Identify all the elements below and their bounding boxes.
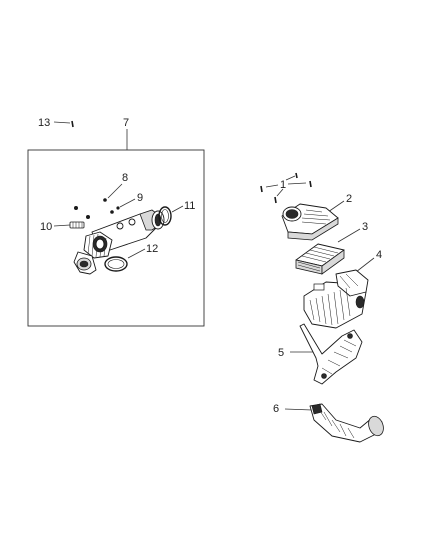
- air-cleaner-cover-icon: [281, 203, 339, 241]
- callout-7-label: 7: [123, 117, 129, 129]
- callout-8-label: 8: [122, 172, 128, 184]
- resonator-assembly-icon: [73, 209, 165, 275]
- callout-6[interactable]: 6: [273, 403, 313, 415]
- callout-12-label: 12: [146, 243, 158, 255]
- callout-2[interactable]: 2: [327, 193, 352, 213]
- callout-11[interactable]: 11: [171, 200, 195, 213]
- callout-7[interactable]: 7: [123, 117, 129, 150]
- sub-assembly-frame: [27, 149, 205, 327]
- callout-9[interactable]: 9: [119, 192, 143, 208]
- callout-9-label: 9: [137, 192, 143, 204]
- callout-12[interactable]: 12: [127, 243, 158, 259]
- air-cleaner-housing-icon: [303, 269, 369, 329]
- callout-4[interactable]: 4: [355, 249, 382, 273]
- callout-10-label: 10: [40, 221, 52, 233]
- screw-icon: [74, 198, 120, 219]
- callout-3[interactable]: 3: [337, 221, 368, 243]
- intake-duct-icon: [309, 403, 384, 443]
- callout-11-label: 11: [184, 200, 195, 212]
- callout-4-label: 4: [376, 249, 382, 261]
- hose-clamp-icon: [69, 221, 85, 229]
- callout-10[interactable]: 10: [40, 221, 71, 233]
- callout-13-label: 13: [38, 117, 50, 129]
- callout-1[interactable]: 1: [265, 175, 307, 197]
- callout-1-label: 1: [280, 179, 286, 191]
- callout-13[interactable]: 13: [38, 117, 71, 129]
- mounting-bracket-icon: [299, 323, 363, 385]
- clamp-ring-icon: [104, 256, 128, 272]
- callout-8[interactable]: 8: [107, 172, 128, 199]
- callout-2-label: 2: [346, 193, 352, 205]
- screw-set-icon: [260, 172, 312, 204]
- screw-icon: [71, 120, 74, 128]
- callout-3-label: 3: [362, 221, 368, 233]
- callout-6-label: 6: [273, 403, 279, 415]
- clamp-ring-icon: [158, 206, 172, 226]
- callout-5-label: 5: [278, 347, 284, 359]
- air-filter-element-icon: [295, 243, 345, 275]
